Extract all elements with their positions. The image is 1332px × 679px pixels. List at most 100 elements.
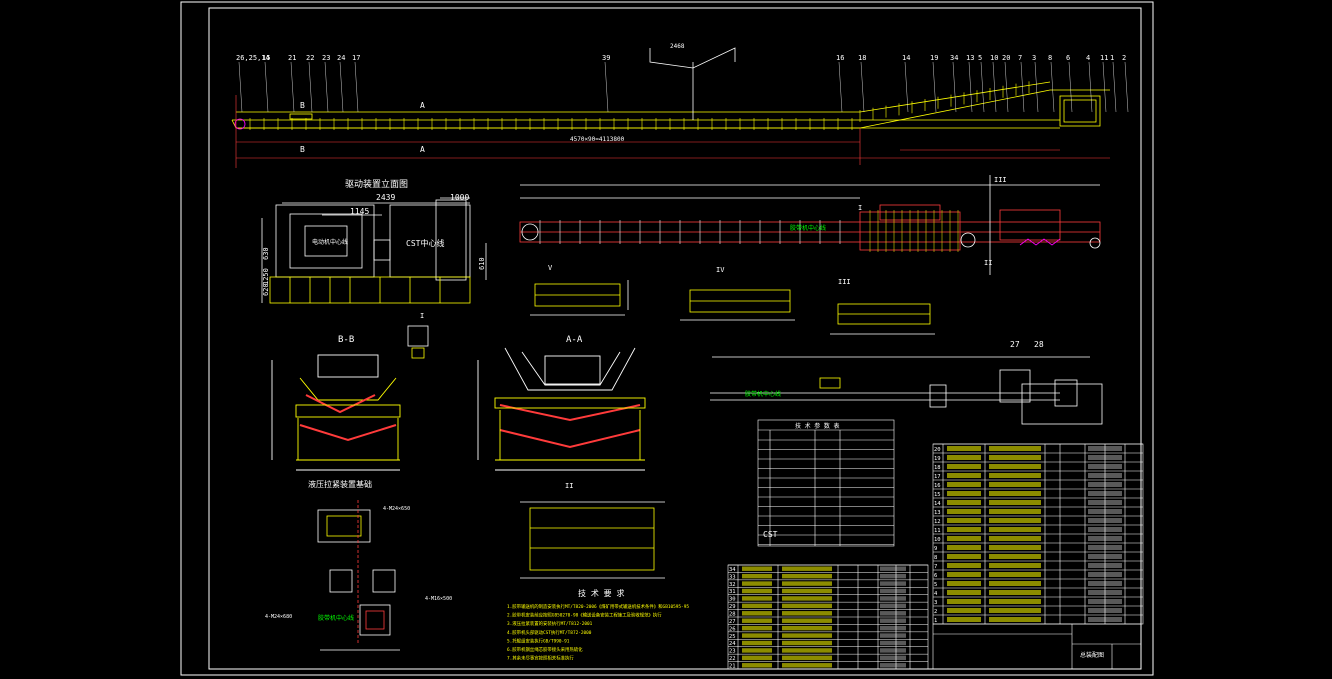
tech-requirement-line: 6.胶带机钢丝绳芯胶带接头采用热硫化 bbox=[507, 646, 583, 653]
top-part-label: 10 bbox=[990, 54, 998, 62]
tech-parameter-table bbox=[757, 419, 895, 547]
plan-roman-label: II bbox=[984, 259, 992, 267]
detail-view-I-label: I bbox=[420, 312, 424, 320]
parts-left-number: 34 bbox=[729, 567, 736, 573]
drive-dim-630: 630 bbox=[262, 247, 270, 260]
parts-right-number: 8 bbox=[934, 555, 937, 561]
top-part-label: 7 bbox=[1018, 54, 1022, 62]
detail-view-V bbox=[530, 280, 629, 316]
tension-foundation-view bbox=[317, 500, 400, 651]
top-part-label: 19 bbox=[930, 54, 938, 62]
top-dimensions bbox=[235, 95, 1110, 168]
top-elevation-view bbox=[231, 47, 1110, 130]
drive-dim-2439: 2439 bbox=[376, 193, 395, 202]
parts-left-number: 29 bbox=[729, 604, 736, 610]
top-part-label: 34 bbox=[950, 54, 958, 62]
parts-right-number: 5 bbox=[934, 582, 937, 588]
top-part-label: 14 bbox=[902, 54, 910, 62]
section-BB-view bbox=[271, 354, 401, 471]
detail-view-V-label: V bbox=[548, 264, 553, 272]
parts-right-number: 6 bbox=[934, 573, 937, 579]
tech-requirements-title: 技 术 要 求 bbox=[578, 588, 624, 598]
plan-roman-label: III bbox=[994, 176, 1007, 184]
parts-right-number: 20 bbox=[934, 447, 941, 453]
top-part-label: 5 bbox=[978, 54, 982, 62]
parts-left-number: 30 bbox=[729, 597, 736, 603]
parts-right-number: 3 bbox=[934, 600, 937, 606]
parts-left-number: 27 bbox=[729, 619, 736, 625]
parts-right-number: 14 bbox=[934, 501, 941, 507]
tension-bolt-label-2: 4-M24×680 bbox=[265, 614, 292, 620]
top-part-label: 8 bbox=[1048, 54, 1052, 62]
parts-left-number: 33 bbox=[729, 574, 736, 580]
top-part-label: 1 bbox=[1110, 54, 1114, 62]
side-label-28: 28 bbox=[1034, 340, 1044, 349]
tech-table-cst: CST bbox=[763, 530, 778, 539]
tension-bolt-label-3: 4-M16×500 bbox=[425, 596, 452, 602]
top-part-label: 15 bbox=[262, 54, 270, 62]
top-part-label: 23 bbox=[322, 54, 330, 62]
parts-right-number: 12 bbox=[934, 519, 941, 525]
parts-left-number: 25 bbox=[729, 634, 736, 640]
drive-dim-1000: 1000 bbox=[450, 193, 469, 202]
parts-right-number: 2 bbox=[934, 609, 937, 615]
section-marker-B-bottom: B bbox=[300, 145, 305, 154]
detail-view-I bbox=[407, 325, 429, 359]
drive-view-title: 驱动装置立面图 bbox=[345, 178, 408, 190]
sheet-frame-outer bbox=[180, 1, 1154, 676]
parts-left-number: 24 bbox=[729, 641, 736, 647]
top-part-label: 20 bbox=[1002, 54, 1010, 62]
top-part-label: 18 bbox=[858, 54, 866, 62]
parts-left-number: 31 bbox=[729, 589, 736, 595]
tension-bolt-label-1: 4-M24×650 bbox=[383, 506, 410, 512]
parts-right-number: 15 bbox=[934, 492, 941, 498]
detail-view-III-label: III bbox=[838, 278, 851, 286]
plan-roman-label: I bbox=[858, 204, 862, 212]
top-part-label: 17 bbox=[352, 54, 360, 62]
top-part-label: 39 bbox=[602, 54, 610, 62]
parts-right-number: 11 bbox=[934, 528, 941, 534]
parts-left-number: 22 bbox=[729, 656, 736, 662]
top-part-label: 4 bbox=[1086, 54, 1090, 62]
top-part-label: 16 bbox=[836, 54, 844, 62]
tech-table-title: 技 术 参 数 表 bbox=[795, 422, 839, 430]
top-part-label: 26,25,14 bbox=[236, 54, 270, 62]
side-center-label: 胶带机中心线 bbox=[745, 390, 781, 398]
detail-view-II bbox=[520, 501, 665, 579]
detail-view-III bbox=[830, 303, 935, 335]
parts-right-number: 9 bbox=[934, 546, 937, 552]
section-AA-view bbox=[477, 347, 646, 471]
parts-right-number: 7 bbox=[934, 564, 937, 570]
parts-left-number: 28 bbox=[729, 612, 736, 618]
parts-right-number: 13 bbox=[934, 510, 941, 516]
detail-view-IV bbox=[680, 289, 795, 321]
section-marker-B-top: B bbox=[300, 101, 305, 110]
parts-left-number: 26 bbox=[729, 626, 736, 632]
tension-center-label: 胶带机中心线 bbox=[318, 614, 354, 622]
top-part-label: 11 bbox=[1100, 54, 1108, 62]
top-part-label: 22 bbox=[306, 54, 314, 62]
parts-left-number: 32 bbox=[729, 582, 736, 588]
drive-dim-620: 620 bbox=[262, 283, 270, 296]
sheet-frame-inner bbox=[208, 7, 1142, 670]
plan-center-label: 胶带机中心线 bbox=[790, 224, 826, 232]
title-block bbox=[932, 623, 1142, 670]
side-label-27: 27 bbox=[1010, 340, 1020, 349]
drive-dim-1145: 1145 bbox=[350, 207, 369, 216]
parts-right-number: 10 bbox=[934, 537, 941, 543]
tech-requirement-line: 1.胶带输送机的制造安装执行MT/T820-2006《煤矿用带式输送机技术条件》… bbox=[507, 603, 689, 610]
parts-left-number: 21 bbox=[729, 664, 736, 670]
tech-requirements-lines: 1.胶带输送机的制造安装执行MT/T820-2006《煤矿用带式输送机技术条件》… bbox=[507, 603, 689, 662]
section-AA-label: A-A bbox=[566, 335, 583, 345]
parts-right-number: 18 bbox=[934, 465, 941, 471]
drive-cst-label: CST中心线 bbox=[406, 238, 444, 248]
detail-view-II-label: II bbox=[565, 482, 573, 490]
title-block-text: 总装配图 bbox=[1080, 651, 1104, 659]
top-part-label: 3 bbox=[1032, 54, 1036, 62]
top-part-label: 13 bbox=[966, 54, 974, 62]
side-elevation-view bbox=[710, 356, 1103, 425]
tech-requirement-line: 3.液压拉紧装置的安装执行MT/T812-2001 bbox=[507, 620, 593, 627]
